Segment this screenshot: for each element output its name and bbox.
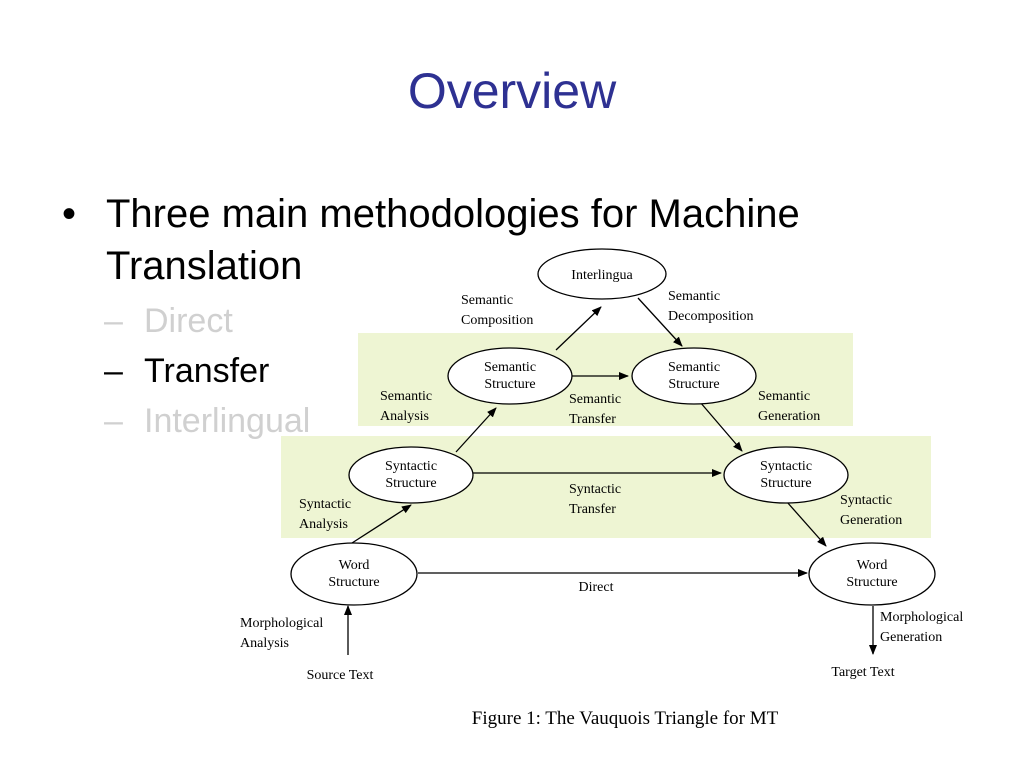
- figure-caption: Figure 1: The Vauquois Triangle for MT: [472, 708, 779, 729]
- subitem-interlingual: – Interlingual: [62, 400, 962, 442]
- label-semantic-composition: Semantic: [461, 293, 513, 308]
- label-morphological-generation: Generation: [880, 630, 942, 645]
- node-label: Syntactic: [385, 459, 437, 474]
- node-label: Structure: [328, 575, 379, 590]
- slide-title: Overview: [407, 63, 617, 119]
- label-semantic-decomposition: Decomposition: [668, 309, 754, 324]
- node-syntactic-structure-target: [723, 446, 849, 504]
- bullet-main: • Three main methodologies for Machine T…: [62, 188, 962, 292]
- subitem-direct: – Direct: [62, 300, 962, 342]
- label-syntactic-generation: Generation: [840, 513, 902, 528]
- edge-semantic-decomposition: [637, 297, 683, 347]
- edge-semantic-analysis: [455, 407, 497, 453]
- label-syntactic-generation: Syntactic: [840, 493, 892, 508]
- label-source-text: Source Text: [307, 668, 374, 683]
- node-semantic-structure-target: [631, 347, 757, 405]
- node-label: Structure: [484, 377, 535, 392]
- node-label: Semantic: [668, 360, 720, 375]
- label-syntactic-analysis: Analysis: [299, 517, 348, 532]
- subitem-label: Transfer: [144, 352, 270, 390]
- edge-semantic-composition: [555, 306, 602, 351]
- label-semantic-analysis: Semantic: [380, 389, 432, 404]
- dash-marker: –: [104, 402, 123, 440]
- bullet-list: • Three main methodologies for Machine T…: [62, 188, 962, 442]
- bullet-main-line2: Translation: [106, 244, 303, 288]
- bullet-dot: •: [62, 192, 77, 236]
- label-target-text: Target Text: [831, 665, 894, 680]
- label-semantic-generation: Generation: [758, 409, 820, 424]
- label-semantic-decomposition: Semantic: [668, 289, 720, 304]
- node-interlingua-label: Interlingua: [571, 268, 633, 283]
- label-syntactic-analysis: Syntactic: [299, 497, 351, 512]
- edge-syntactic-generation: [786, 501, 827, 547]
- node-label: Word: [857, 558, 888, 573]
- edge-syntactic-analysis: [351, 504, 412, 544]
- dash-marker: –: [104, 302, 123, 340]
- label-morphological-generation: Morphological: [880, 610, 963, 625]
- node-label: Structure: [668, 377, 719, 392]
- label-syntactic-transfer: Transfer: [569, 502, 616, 517]
- label-morphological-analysis: Analysis: [240, 636, 289, 651]
- label-morphological-analysis: Morphological: [240, 616, 323, 631]
- semantic-band: [358, 333, 853, 426]
- node-label: Structure: [385, 476, 436, 491]
- node-label: Structure: [760, 476, 811, 491]
- node-word-structure-source: [290, 542, 418, 606]
- edge-semantic-generation: [699, 401, 743, 452]
- node-label: Semantic: [484, 360, 536, 375]
- subitem-label: Direct: [144, 302, 233, 340]
- node-interlingua: [537, 248, 667, 300]
- label-semantic-transfer: Transfer: [569, 412, 616, 427]
- node-label: Structure: [846, 575, 897, 590]
- label-semantic-analysis: Analysis: [380, 409, 429, 424]
- dash-marker: –: [104, 352, 123, 390]
- node-label: Syntactic: [760, 459, 812, 474]
- node-label: Word: [339, 558, 370, 573]
- label-semantic-transfer: Semantic: [569, 392, 621, 407]
- node-word-structure-target: [808, 542, 936, 606]
- node-syntactic-structure-source: [348, 446, 474, 504]
- label-semantic-composition: Composition: [461, 313, 533, 328]
- label-syntactic-transfer: Syntactic: [569, 482, 621, 497]
- label-direct: Direct: [579, 580, 614, 595]
- node-semantic-structure-source: [447, 347, 573, 405]
- label-semantic-generation: Semantic: [758, 389, 810, 404]
- subitem-transfer: – Transfer: [62, 350, 962, 392]
- subitem-label: Interlingual: [144, 402, 311, 440]
- bullet-main-line1: Three main methodologies for Machine: [106, 192, 800, 236]
